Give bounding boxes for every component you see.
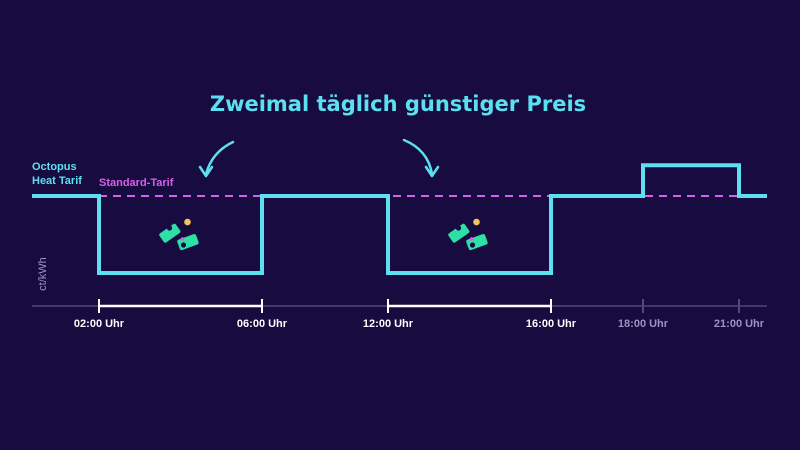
arrow-shaft — [402, 138, 434, 176]
y-axis-label: ct/kWh — [37, 257, 49, 291]
money-bill — [466, 234, 488, 251]
x-tick-label: 02:00 Uhr — [74, 318, 125, 330]
money-bill — [177, 234, 199, 251]
standard-tariff-label: Standard-Tarif — [99, 177, 174, 189]
curved-arrow-icon — [402, 138, 440, 178]
x-tick-label: 12:00 Uhr — [363, 318, 414, 330]
arrows-group — [198, 138, 440, 178]
arrow-shaft — [204, 140, 235, 176]
money-bills-icon — [159, 218, 199, 251]
money-bill-dot — [455, 225, 462, 231]
heat-tariff-layer — [32, 163, 767, 275]
money-bill — [448, 223, 470, 243]
money-bill-dot — [166, 225, 173, 231]
coin — [184, 218, 191, 226]
arrow-head — [424, 165, 440, 178]
heat-tariff-line — [32, 163, 767, 275]
money-layer — [159, 218, 488, 251]
x-tick-label: 18:00 Uhr — [618, 318, 669, 330]
sparkle — [469, 237, 474, 241]
chart-title: Zweimal täglich günstiger Preis — [210, 92, 586, 116]
x-tick-label: 06:00 Uhr — [237, 318, 288, 330]
x-tick-labels: 02:00 Uhr 06:00 Uhr 12:00 Uhr 16:00 Uhr 18:0… — [74, 318, 765, 330]
heat-tariff-label-line1: Octopus — [32, 161, 77, 173]
money-bill-dot — [180, 242, 187, 248]
x-tick-label: 21:00 Uhr — [714, 318, 765, 330]
coin — [473, 218, 480, 226]
arrow-head — [198, 165, 214, 178]
money-bill — [159, 223, 181, 243]
x-tick-label: 16:00 Uhr — [526, 318, 577, 330]
sparkle — [180, 237, 185, 241]
money-bills-icon — [448, 218, 488, 251]
curved-arrow-icon — [198, 140, 235, 178]
money-bill-dot — [469, 242, 476, 248]
heat-tariff-label-line2: Heat Tarif — [32, 175, 82, 187]
